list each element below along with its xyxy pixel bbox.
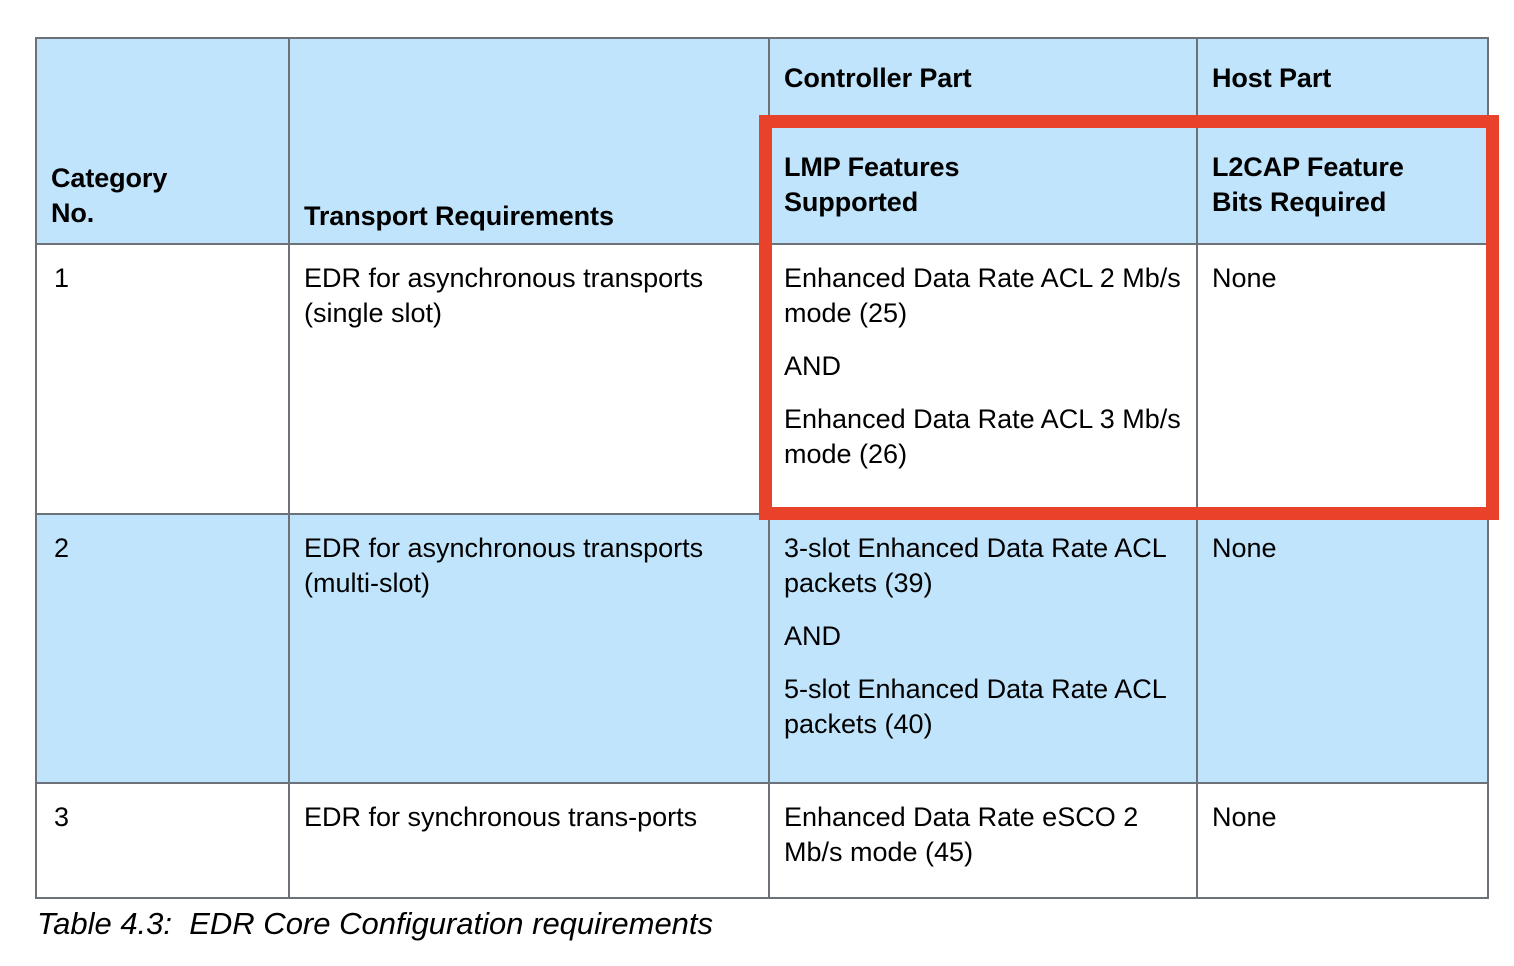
cell-category-no: 3 xyxy=(35,782,290,899)
table-row: 2 EDR for asynchronous transports (multi… xyxy=(35,513,1489,784)
cell-l2cap-bits: None xyxy=(1196,243,1489,515)
value-lmp-features: 3-slot Enhanced Data Rate ACL packets (3… xyxy=(770,515,1196,742)
lmp-feature-line: 3-slot Enhanced Data Rate ACL packets (3… xyxy=(784,533,1166,599)
header-cell-controller-part: Controller Part xyxy=(768,37,1198,120)
header-label-lmp-line1: LMP Features xyxy=(784,152,960,182)
header-label-l2cap-line1: L2CAP Feature xyxy=(1212,152,1404,182)
cell-lmp-features: 3-slot Enhanced Data Rate ACL packets (3… xyxy=(768,513,1198,784)
value-transport-requirements: EDR for asynchronous transports (single … xyxy=(304,263,704,329)
table-row: 3 EDR for synchronous trans-ports Enhanc… xyxy=(35,782,1489,899)
header-label-category-line2: No. xyxy=(51,197,95,228)
lmp-feature-line: Enhanced Data Rate ACL 2 Mb/s mode (25) xyxy=(784,263,1181,329)
header-label-controller-part: Controller Part xyxy=(784,63,972,93)
cell-transport-requirements: EDR for asynchronous transports (multi-s… xyxy=(288,513,770,784)
value-lmp-features: Enhanced Data Rate ACL 2 Mb/s mode (25) … xyxy=(770,245,1196,472)
cell-l2cap-bits: None xyxy=(1196,782,1489,899)
value-transport-requirements: EDR for asynchronous transports (multi-s… xyxy=(304,533,704,599)
lmp-feature-line: 5-slot Enhanced Data Rate ACL packets (4… xyxy=(784,674,1166,740)
value-category-no: 1 xyxy=(54,263,70,293)
cell-category-no: 1 xyxy=(35,243,290,515)
lmp-feature-conjunction: AND xyxy=(784,351,842,382)
header-label-host-part: Host Part xyxy=(1212,63,1332,93)
value-transport-requirements: EDR for synchronous trans-ports xyxy=(304,802,698,832)
cell-transport-requirements: EDR for synchronous trans-ports xyxy=(288,782,770,899)
value-lmp-features: Enhanced Data Rate eSCO 2 Mb/s mode (45) xyxy=(770,784,1196,870)
header-label-transport-requirements: Transport Requirements xyxy=(304,201,614,231)
header-label-l2cap-line2: Bits Required xyxy=(1212,186,1387,217)
header-label-lmp-line2: Supported xyxy=(784,186,919,217)
cell-category-no: 2 xyxy=(35,513,290,784)
value-category-no: 2 xyxy=(54,533,70,563)
lmp-feature-line: Enhanced Data Rate eSCO 2 Mb/s mode (45) xyxy=(784,802,1139,868)
cell-transport-requirements: EDR for asynchronous transports (single … xyxy=(288,243,770,515)
cell-lmp-features: Enhanced Data Rate ACL 2 Mb/s mode (25) … xyxy=(768,243,1198,515)
header-cell-transport-requirements: Transport Requirements xyxy=(288,37,770,245)
lmp-feature-line: Enhanced Data Rate ACL 3 Mb/s mode (26) xyxy=(784,404,1181,470)
table-body: 1 EDR for asynchronous transports (singl… xyxy=(35,243,1489,899)
header-label-category-line1: Category xyxy=(51,163,168,193)
header-cell-host-part: Host Part xyxy=(1196,37,1489,120)
value-l2cap-bits: None xyxy=(1212,263,1277,293)
lmp-feature-conjunction: AND xyxy=(784,621,842,652)
cell-l2cap-bits: None xyxy=(1196,513,1489,784)
value-l2cap-bits: None xyxy=(1212,533,1277,563)
value-l2cap-bits: None xyxy=(1212,802,1277,832)
table-row: 1 EDR for asynchronous transports (singl… xyxy=(35,243,1489,515)
value-category-no: 3 xyxy=(54,802,70,832)
cell-lmp-features: Enhanced Data Rate eSCO 2 Mb/s mode (45) xyxy=(768,782,1198,899)
table-caption: Table 4.3: EDR Core Configuration requir… xyxy=(37,906,714,941)
